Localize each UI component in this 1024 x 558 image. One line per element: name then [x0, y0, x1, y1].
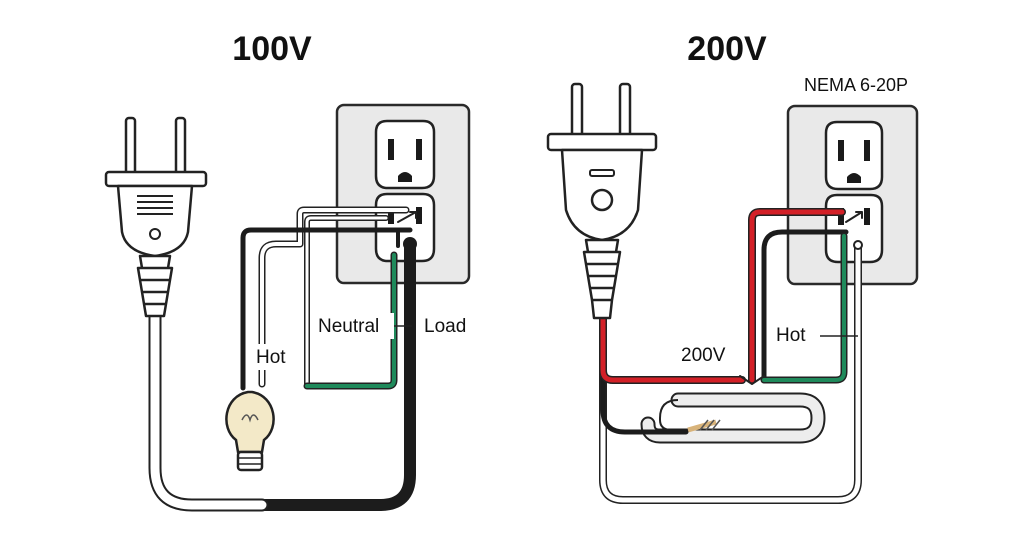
left-plug-strain-relief — [136, 254, 174, 318]
bulb-base-threads — [238, 457, 262, 465]
load-label: Load — [424, 316, 466, 337]
hot-label-right: Hot — [776, 325, 806, 346]
right-plug-flange — [546, 132, 658, 152]
left-outlet-top-ground-hole — [398, 172, 412, 182]
plug-cord — [150, 311, 267, 510]
voltage-label: 200V — [681, 345, 726, 366]
right-panel-title: 200V — [687, 30, 767, 68]
right-outlet-bottom-slot-right — [864, 208, 870, 225]
left-wires — [148, 206, 417, 512]
left-plug-screw — [149, 228, 161, 240]
right-plug-label-slot — [589, 169, 615, 177]
black-hot-wire — [240, 227, 413, 391]
right-black-hot-wire — [761, 229, 849, 383]
right-outlet-top-receptacle — [824, 120, 884, 191]
red-wire-up — [749, 209, 845, 383]
right-panel-200v: 200V NEMA 6-20P — [546, 30, 919, 504]
hot-label-left: Hot — [256, 347, 286, 368]
red-wire — [600, 315, 745, 383]
left-terminal-arrow — [397, 211, 417, 223]
right-plug-ground-knob — [590, 188, 614, 212]
bulb-base — [236, 450, 264, 472]
left-plug-prong-2 — [174, 116, 187, 176]
neutral-label: Neutral — [318, 316, 379, 337]
plug-type-label: NEMA 6-20P — [804, 75, 908, 95]
right-plug-prong-2 — [618, 82, 632, 138]
left-outlet-top-slot-right — [416, 139, 422, 160]
right-plug-strain-relief — [582, 238, 622, 320]
right-plug — [546, 82, 658, 320]
bulb-filament — [241, 414, 259, 423]
neutral-label-bg — [312, 313, 394, 339]
left-outlet-bottom-slot-right — [416, 207, 422, 224]
left-plug-prong-1 — [124, 116, 137, 176]
hot-label-right-bg — [770, 322, 820, 348]
right-outlet-top-slot-left — [838, 140, 844, 161]
left-plug — [104, 116, 208, 318]
left-outlet-top-slot-left — [388, 139, 394, 160]
heating-coil-wire-strands — [699, 419, 721, 431]
left-plug-grip — [137, 195, 173, 215]
right-plug-prong-1 — [570, 82, 584, 138]
left-plug-flange — [104, 170, 208, 188]
right-terminal-arrow — [845, 211, 863, 223]
left-panel-title: 100V — [232, 30, 312, 68]
black-terminal-dot — [403, 237, 417, 251]
white-neutral-wire — [260, 208, 408, 386]
black-return-cable — [256, 238, 416, 511]
left-outlet-bottom-slot-left — [388, 207, 394, 224]
light-bulb — [225, 390, 275, 472]
hot-label-left-bg — [252, 344, 296, 370]
right-black-coil-wire — [600, 315, 689, 435]
right-outlet-bottom-slot-left — [838, 208, 844, 225]
wire-junction — [739, 375, 765, 385]
right-outlet-top-slot-right — [864, 140, 870, 161]
load-label-bg — [418, 313, 478, 339]
white-wire-2 — [305, 216, 388, 388]
left-outlet — [335, 103, 471, 285]
right-outlet — [786, 104, 919, 286]
right-green-wire — [762, 234, 846, 382]
right-white-terminal — [853, 240, 863, 250]
left-outlet-top-receptacle — [374, 119, 436, 190]
green-load-wire — [305, 253, 396, 388]
right-wires — [599, 208, 863, 504]
right-white-loop — [600, 242, 861, 503]
heating-coil-inner — [659, 399, 679, 431]
right-outlet-top-ground-hole — [847, 173, 861, 183]
left-panel-100v: 100V — [104, 30, 478, 512]
